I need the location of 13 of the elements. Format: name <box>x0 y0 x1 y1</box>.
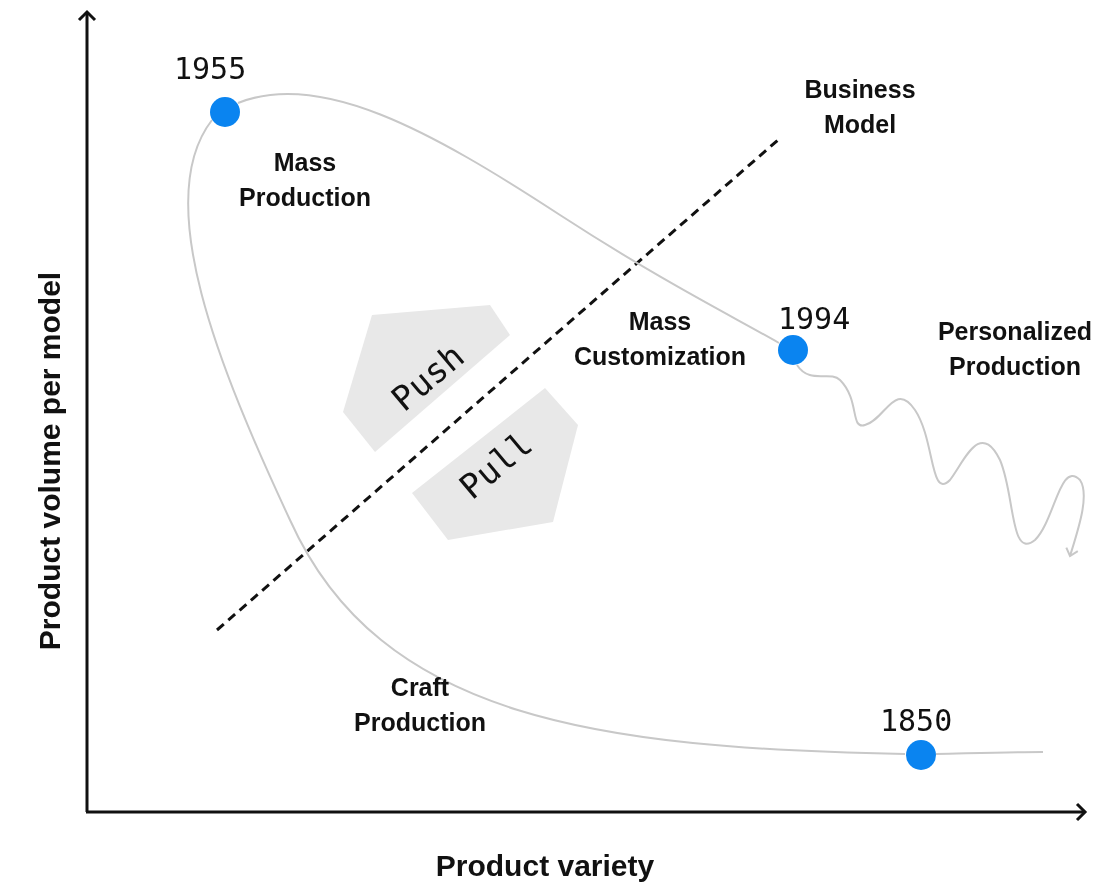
year-label: 1994 <box>778 300 851 338</box>
region-label: Craft Production <box>353 672 487 738</box>
year-label: 1955 <box>174 50 247 88</box>
region-label: Personalized Production <box>936 316 1094 382</box>
region-label: Business Model <box>803 74 917 140</box>
region-label: Mass Production <box>238 147 372 213</box>
region-label: Mass Customization <box>572 306 748 372</box>
axis-title: Product volume per model <box>32 271 67 651</box>
trend-curve <box>187 119 906 755</box>
axis-title: Product variety <box>434 848 656 884</box>
trend-curve <box>796 364 1085 557</box>
year-label: 1850 <box>880 702 953 740</box>
trend-curve <box>237 92 780 344</box>
